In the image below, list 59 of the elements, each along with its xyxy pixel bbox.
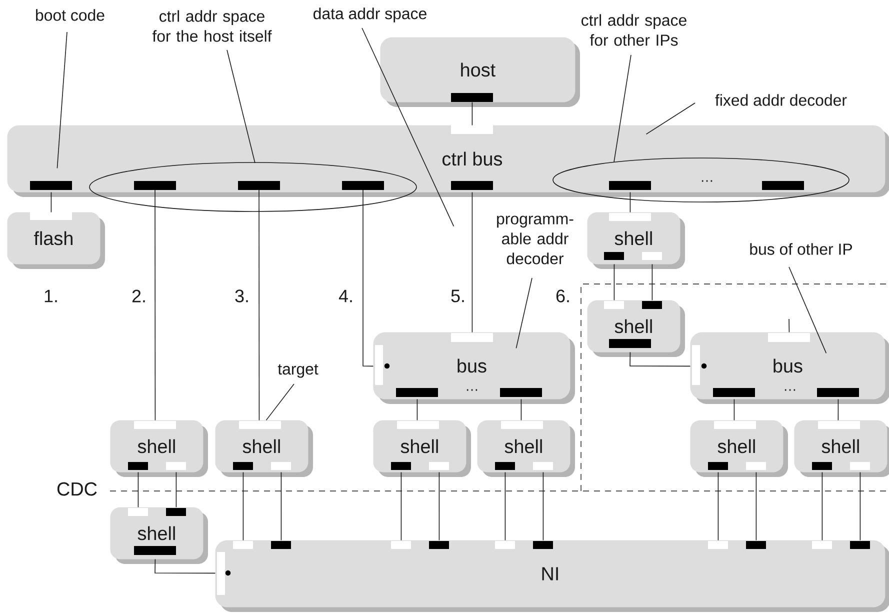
connector-line [614, 264, 615, 301]
connector-line [718, 472, 719, 541]
annotation-text: data addr space [314, 8, 426, 22]
module-box: NI [215, 540, 889, 612]
annotation-text: ctrl addr space for other IPs [582, 14, 686, 46]
leader-line [266, 384, 294, 421]
module-box: flash [7, 212, 105, 269]
connector-line [472, 192, 473, 333]
connector-line [280, 472, 282, 541]
leader-line [516, 278, 532, 349]
connector-line [362, 190, 374, 367]
annotation-text: fixed addr decoder [715, 94, 847, 106]
ellipsis-mark: … [784, 389, 796, 391]
path-number: 3. [235, 290, 248, 302]
connector-line [154, 558, 216, 574]
annotation-text: programm- able addr decoder [497, 216, 574, 264]
leader-line [614, 54, 632, 162]
path-number: 5. [451, 290, 464, 302]
connector-line [50, 192, 52, 213]
connector-line [630, 352, 691, 367]
connector-line [630, 192, 631, 213]
leader-line [788, 266, 827, 354]
connector-line [400, 472, 402, 541]
connector-line [734, 398, 735, 421]
connector-line [756, 472, 757, 541]
connector-line [416, 398, 418, 421]
connector-line [860, 472, 861, 541]
connector-line [520, 398, 522, 421]
connector-line [504, 472, 506, 541]
connector-line [154, 190, 156, 421]
domain-label: CDC [57, 482, 97, 496]
connector-line [258, 190, 260, 421]
address-range-ellipse [89, 162, 417, 212]
ellipsis-mark: … [466, 389, 478, 391]
annotation-text: boot code [36, 9, 104, 21]
connector-line [822, 472, 823, 541]
annotation-text: target [278, 364, 318, 378]
address-range-ellipse [552, 158, 850, 202]
annotation-text: ctrl addr space for the host itself [152, 10, 272, 42]
leader-line [646, 102, 696, 135]
connector-line [788, 318, 790, 333]
connector-line [838, 398, 839, 421]
connector-line [176, 472, 177, 508]
connector-line [652, 264, 653, 301]
path-number: 1. [44, 290, 57, 302]
module-box: host [380, 37, 580, 107]
annotation-text: bus of other IP [750, 243, 852, 255]
connector-line [438, 472, 440, 541]
ellipsis-mark: … [702, 180, 712, 182]
path-number: 2. [132, 290, 145, 302]
leader-line [226, 50, 256, 164]
connector-line [242, 472, 244, 541]
connector-line [138, 472, 139, 508]
path-number: 4. [338, 290, 352, 302]
path-number: 6. [556, 290, 569, 302]
connector-line [542, 472, 544, 541]
leader-line [56, 32, 68, 169]
connector-line [472, 102, 473, 126]
leader-line [362, 28, 454, 227]
